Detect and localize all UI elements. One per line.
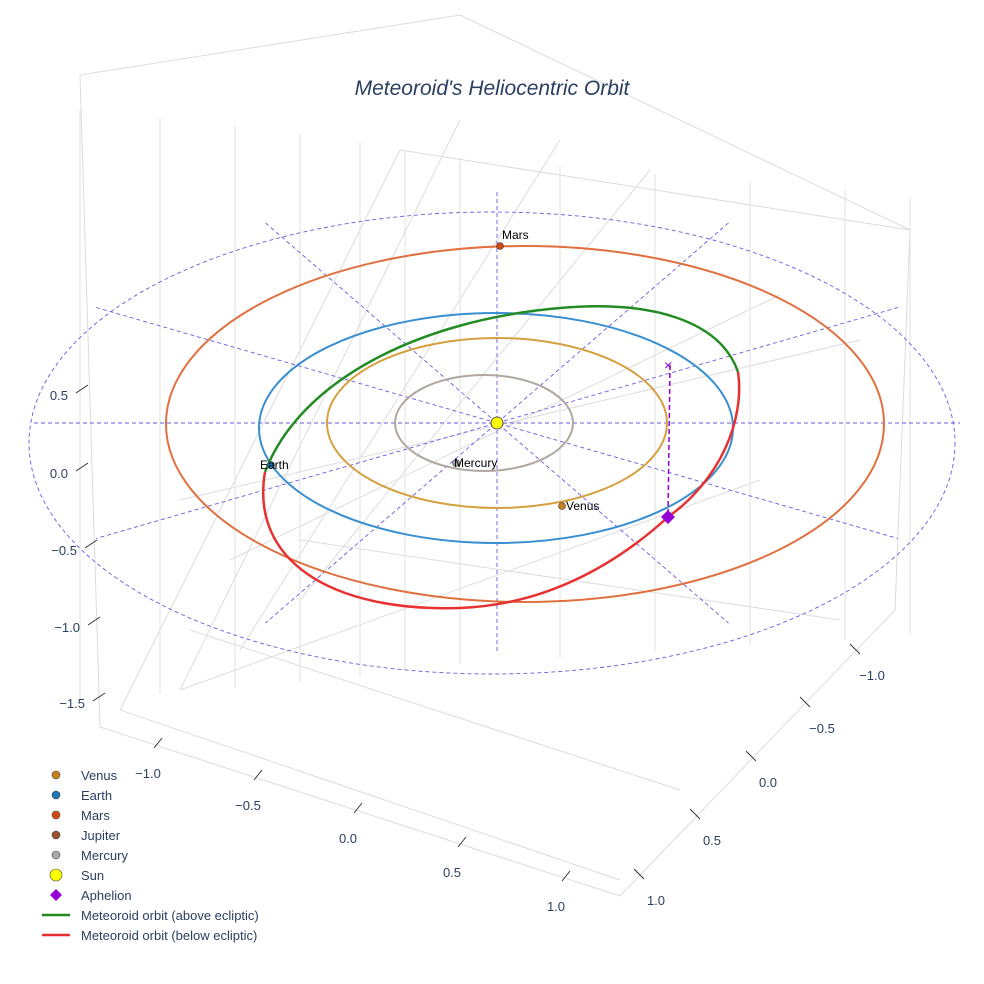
legend-item[interactable]: Sun <box>49 868 104 883</box>
grid-line <box>894 229 911 611</box>
legend-label: Mercury <box>81 848 128 863</box>
legend[interactable]: VenusEarthMarsJupiterMercurySunAphelionM… <box>42 768 259 943</box>
planet-marker-venus <box>558 502 566 510</box>
x-tick-label: −1.0 <box>135 766 161 781</box>
ecliptic-radial-line <box>265 222 729 624</box>
z-tick-label: 0.5 <box>50 388 68 403</box>
grid-line <box>299 539 841 621</box>
grid-line <box>179 339 861 501</box>
y-tick-mark <box>799 696 811 708</box>
planet-label-venus: Venus <box>566 499 599 513</box>
orbit-venus <box>326 337 668 509</box>
y-tick-label: 0.5 <box>703 833 721 848</box>
orbits: × <box>165 245 885 610</box>
planet-label-mercury: Mercury <box>454 456 497 470</box>
legend-symbol-circle-large-icon <box>49 868 63 882</box>
legend-symbol-diamond-icon <box>50 889 62 901</box>
z-tick-label: −0.5 <box>51 543 77 558</box>
planet-marker-earth <box>267 461 275 469</box>
grid-box <box>79 14 911 897</box>
legend-item[interactable]: Meteoroid orbit (below ecliptic) <box>42 928 257 943</box>
legend-label: Jupiter <box>81 828 121 843</box>
axis-ticks: 0.5 0.0 −0.5 −1.0 −1.5 −1.0 −0.5 0.0 0.5 1.0 −1.0 −… <box>50 384 885 914</box>
legend-label: Venus <box>81 768 118 783</box>
z-tick-label: −1.0 <box>54 620 80 635</box>
legend-item[interactable]: Meteoroid orbit (above ecliptic) <box>42 908 259 923</box>
legend-symbol-circle-icon <box>51 810 61 820</box>
y-tick-mark <box>745 750 757 762</box>
orbit-mercury <box>394 374 574 472</box>
y-tick-label: −0.5 <box>809 721 835 736</box>
y-tick-mark <box>633 868 645 880</box>
meteoroid-orbit-below <box>262 371 741 610</box>
legend-item[interactable]: Aphelion <box>50 888 132 903</box>
legend-item[interactable]: Mars <box>51 808 110 823</box>
ecliptic-radial-line <box>95 307 899 539</box>
x-tick-mark <box>561 870 571 882</box>
legend-label: Meteoroid orbit (below ecliptic) <box>81 928 257 943</box>
legend-symbol-circle-icon <box>51 770 61 780</box>
legend-symbol-circle-icon <box>51 850 61 860</box>
sun-marker <box>490 416 504 430</box>
legend-symbol-circle-icon <box>51 790 61 800</box>
planet-label-earth: Earth <box>260 458 289 472</box>
aphelion-drop-line <box>667 364 671 518</box>
legend-item[interactable]: Venus <box>51 768 118 783</box>
z-tick-mark <box>84 539 98 549</box>
x-tick-label: 0.0 <box>339 831 357 846</box>
grid-line <box>99 726 621 897</box>
grid-line <box>179 479 761 691</box>
grid-line <box>299 169 651 601</box>
z-tick-mark <box>92 692 106 702</box>
aphelion-marker <box>661 510 675 524</box>
legend-item[interactable]: Earth <box>51 788 112 803</box>
x-tick-label: 0.5 <box>443 865 461 880</box>
legend-label: Meteoroid orbit (above ecliptic) <box>81 908 259 923</box>
x-tick-mark <box>353 802 363 814</box>
y-tick-label: 0.0 <box>759 775 777 790</box>
legend-label: Sun <box>81 868 104 883</box>
x-tick-mark <box>153 737 163 749</box>
legend-item[interactable]: Jupiter <box>51 828 121 843</box>
z-tick-label: −1.5 <box>59 696 85 711</box>
legend-label: Mars <box>81 808 110 823</box>
z-tick-mark <box>87 616 101 626</box>
y-tick-label: 1.0 <box>647 893 665 908</box>
x-tick-label: 1.0 <box>547 899 565 914</box>
legend-symbol-circle-icon <box>51 830 61 840</box>
legend-label: Earth <box>81 788 112 803</box>
grid-line <box>459 14 911 231</box>
ecliptic-radial-line <box>265 222 729 624</box>
x-tick-label: −0.5 <box>235 798 261 813</box>
grid-line <box>79 14 461 76</box>
z-tick-label: 0.0 <box>50 466 68 481</box>
x-tick-mark <box>457 836 467 848</box>
planet-marker-mars <box>496 242 504 250</box>
grid-line <box>179 119 461 691</box>
planet-marker-mercury <box>452 459 460 467</box>
aphelion-projection-x-icon: × <box>664 357 672 373</box>
grid-line <box>79 74 101 728</box>
grid-line <box>189 629 681 791</box>
z-tick-mark <box>75 384 89 394</box>
grid-line <box>229 294 781 561</box>
chart-title: Meteoroid's Heliocentric Orbit <box>355 77 631 100</box>
planet-label-mars: Mars <box>502 228 529 242</box>
legend-label: Aphelion <box>81 888 132 903</box>
z-tick-mark <box>75 462 89 472</box>
grid-line <box>619 609 896 897</box>
ecliptic-ring <box>28 211 956 675</box>
orbit-mars <box>165 245 885 603</box>
legend-item[interactable]: Mercury <box>51 848 128 863</box>
meteoroid-orbit-above <box>263 305 740 473</box>
ecliptic-radial-line <box>95 307 899 539</box>
y-tick-mark <box>689 808 701 820</box>
y-tick-mark <box>849 643 861 655</box>
y-tick-label: −1.0 <box>859 668 885 683</box>
x-tick-mark <box>253 769 263 781</box>
grid-line <box>119 709 621 881</box>
